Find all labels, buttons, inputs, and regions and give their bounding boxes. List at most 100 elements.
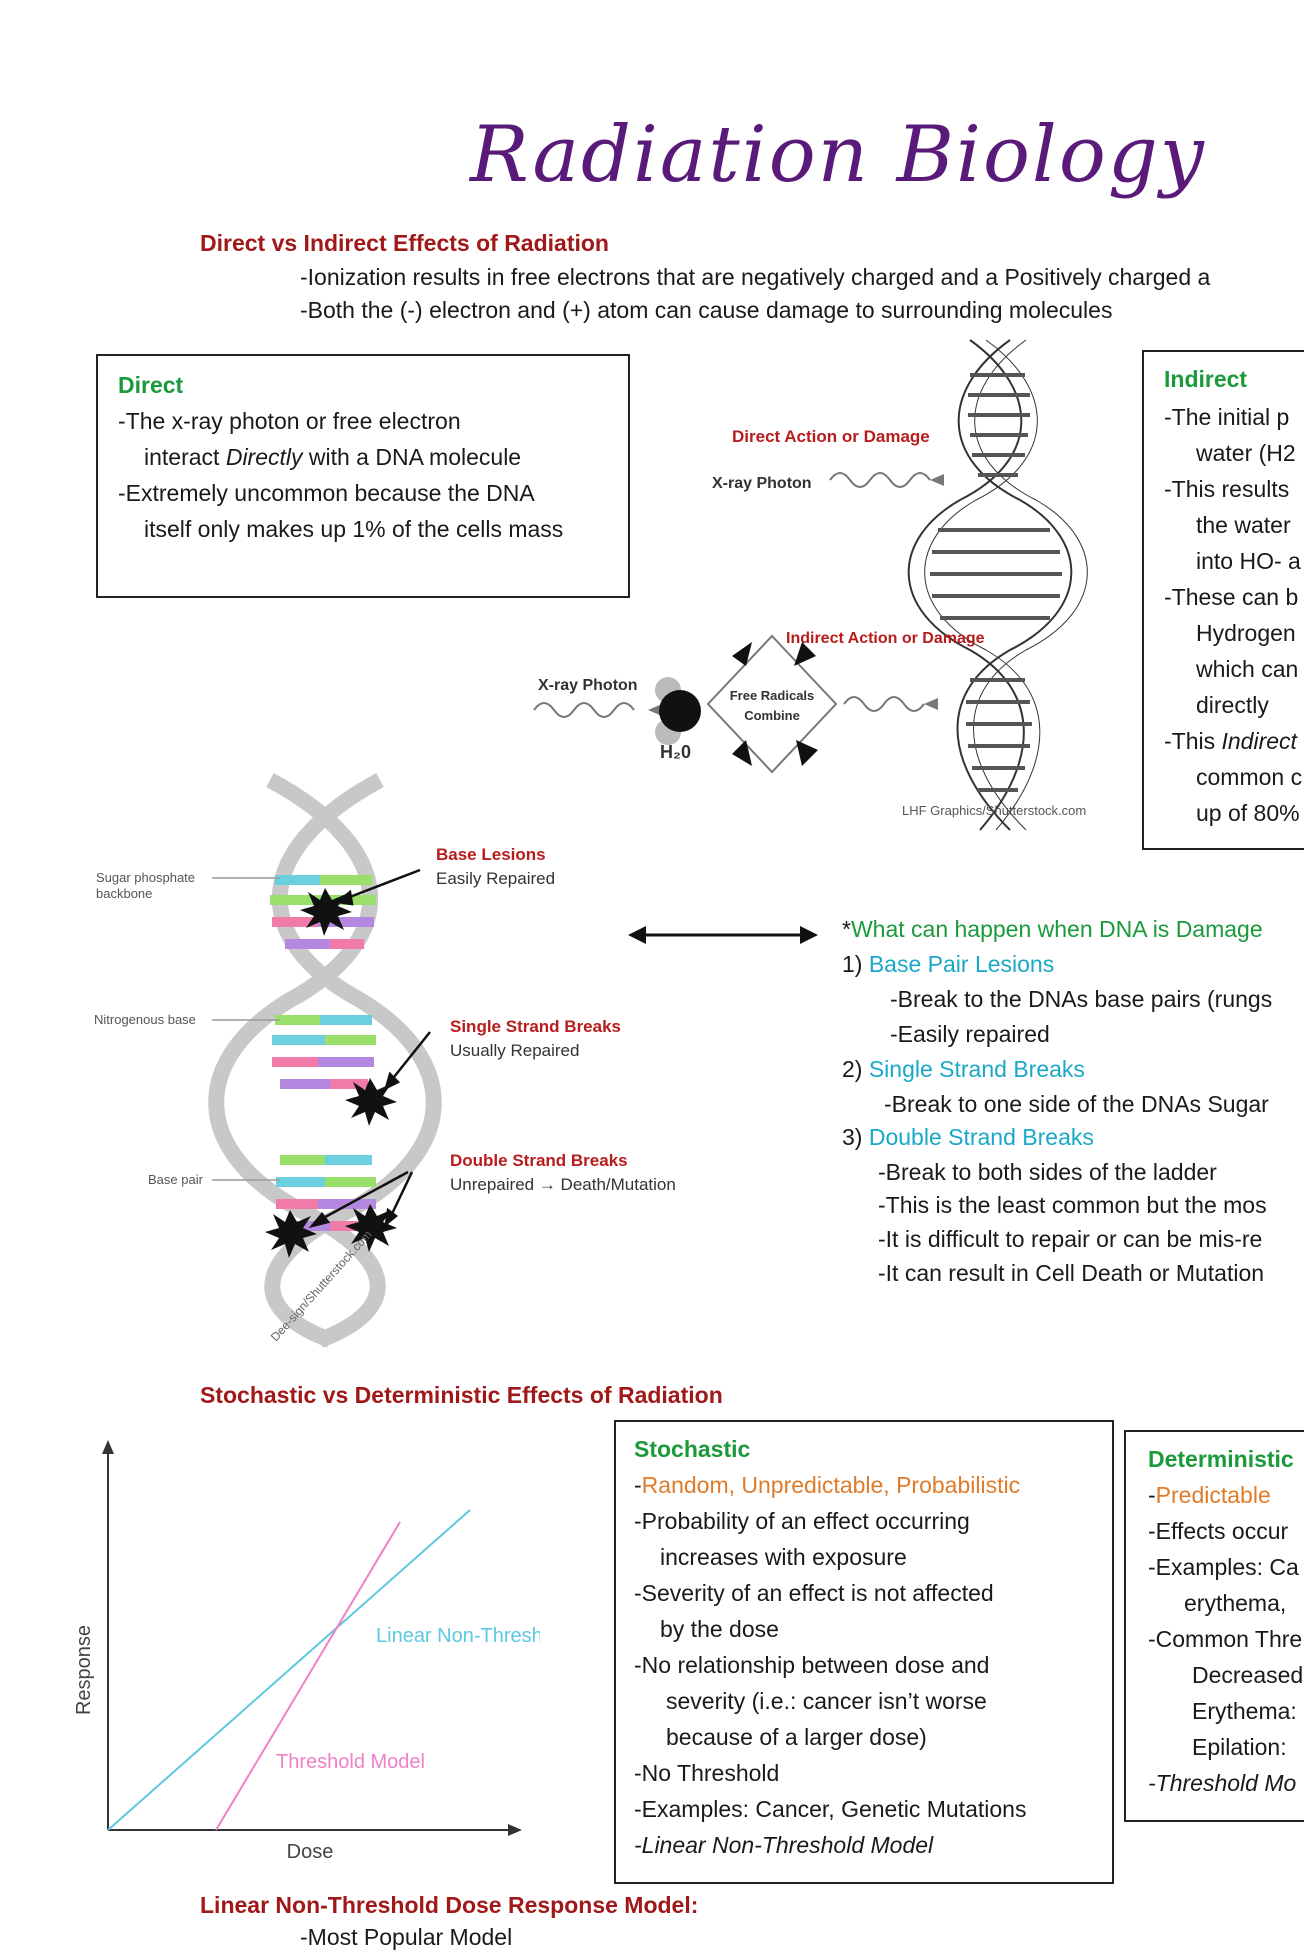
label-base-pair: Base pair bbox=[148, 1172, 204, 1187]
h2o-label: H₂0 bbox=[660, 742, 691, 762]
damage-item-1: 1) Base Pair Lesions bbox=[842, 951, 1055, 977]
burst-icon bbox=[345, 1204, 397, 1252]
indirect-line: up of 80% bbox=[1196, 800, 1300, 826]
label-usually-repaired: Usually Repaired bbox=[450, 1041, 579, 1060]
lnt-model-line-1: -Most Popular Model bbox=[300, 1924, 513, 1950]
xray-photon-label-1: X-ray Photon bbox=[712, 475, 812, 492]
section-heading-stochastic: Stochastic vs Deterministic Effects of R… bbox=[200, 1382, 723, 1408]
free-radicals-diamond: Free Radicals Combine bbox=[706, 634, 838, 774]
stochastic-line: -Linear Non-Threshold Model bbox=[634, 1832, 934, 1858]
threshold-label: Threshold Model bbox=[276, 1751, 425, 1773]
x-axis-label: Dose bbox=[287, 1841, 334, 1860]
burst-icon bbox=[265, 1210, 317, 1258]
direct-line-3: -Extremely uncommon because the DNA bbox=[118, 480, 535, 506]
stochastic-line: -Examples: Cancer, Genetic Mutations bbox=[634, 1796, 1027, 1822]
damage-item-3a: -Break to both sides of the ladder bbox=[878, 1159, 1217, 1185]
deterministic-heading: Deterministic bbox=[1148, 1446, 1294, 1472]
label-double-strand-breaks: Double Strand Breaks bbox=[450, 1151, 628, 1170]
deterministic-line: Decreased bbox=[1192, 1662, 1304, 1688]
direct-indirect-diagram: Direct Action or Damage X-ray Photon Ind… bbox=[533, 339, 1088, 831]
deterministic-box: Deterministic -Predictable -Effects occu… bbox=[1124, 1430, 1304, 1822]
damage-item-1a: -Break to the DNAs base pairs (rungs bbox=[890, 986, 1273, 1012]
arrow-icon bbox=[924, 698, 938, 710]
damage-item-3d: -It can result in Cell Death or Mutation bbox=[878, 1260, 1265, 1286]
indirect-line: directly bbox=[1196, 692, 1269, 718]
deterministic-line: Erythema: bbox=[1192, 1698, 1297, 1724]
dna-damage-helix-diagram: Sugar phosphate backbone Nitrogenous bas… bbox=[94, 772, 676, 1348]
stochastic-line: -Random, Unpredictable, Probabilistic bbox=[634, 1472, 1021, 1498]
indirect-box: Indirect -The initial p water (H2 -This … bbox=[1142, 350, 1304, 850]
deterministic-line: -Threshold Mo bbox=[1148, 1770, 1297, 1796]
wave-icon bbox=[843, 696, 925, 712]
lnt-line bbox=[107, 1509, 471, 1831]
damage-item-1b: -Easily repaired bbox=[890, 1021, 1050, 1047]
stochastic-line: by the dose bbox=[660, 1616, 779, 1642]
page-title: Radiation Biology bbox=[470, 110, 1206, 200]
label-sugar-phosphate: Sugar phosphate bbox=[96, 870, 195, 885]
burst-icon bbox=[345, 1078, 397, 1126]
section-heading-direct-indirect: Direct vs Indirect Effects of Radiation bbox=[200, 230, 609, 256]
label-base-lesions: Base Lesions bbox=[436, 845, 546, 864]
damage-item-2a: -Break to one side of the DNAs Sugar bbox=[884, 1091, 1269, 1117]
deterministic-line: -Common Thre bbox=[1148, 1626, 1303, 1652]
arrow-icon bbox=[648, 704, 662, 716]
x-axis-arrow bbox=[508, 1824, 522, 1836]
label-backbone: backbone bbox=[96, 886, 152, 901]
water-molecule-icon bbox=[655, 677, 701, 745]
damage-item-3: 3) Double Strand Breaks bbox=[842, 1124, 1094, 1150]
threshold-line bbox=[215, 1521, 401, 1831]
direct-line-2: interact Directly with a DNA molecule bbox=[144, 444, 522, 470]
indirect-heading: Indirect bbox=[1164, 366, 1248, 392]
indirect-line: -This results bbox=[1164, 476, 1290, 502]
double-arrow-icon bbox=[628, 926, 818, 944]
indirect-line: -These can b bbox=[1164, 584, 1299, 610]
indirect-line: the water bbox=[1196, 512, 1291, 538]
indirect-line: -The initial p bbox=[1164, 404, 1290, 430]
lnt-label: Linear Non-Threshold bbox=[376, 1625, 540, 1647]
y-axis-label: Response bbox=[73, 1625, 95, 1715]
stochastic-heading: Stochastic bbox=[634, 1436, 751, 1462]
free-radicals-label: Free Radicals bbox=[730, 688, 815, 703]
deterministic-line: -Predictable bbox=[1148, 1482, 1271, 1508]
direct-box: Direct -The x-ray photon or free electro… bbox=[96, 354, 630, 598]
intro-line-2: -Both the (-) electron and (+) atom can … bbox=[300, 297, 1113, 323]
stochastic-line: -No Threshold bbox=[634, 1760, 780, 1786]
damage-item-3c: -It is difficult to repair or can be mis… bbox=[878, 1226, 1263, 1252]
damage-intro: *What can happen when DNA is Damage bbox=[842, 916, 1263, 942]
indirect-line: Hydrogen bbox=[1196, 620, 1296, 646]
damage-item-3b: -This is the least common but the mos bbox=[878, 1192, 1267, 1218]
label-single-strand-breaks: Single Strand Breaks bbox=[450, 1017, 621, 1036]
dose-response-graph: Response Dose Linear Non-Threshold Thres… bbox=[73, 1440, 540, 1860]
combine-label: Combine bbox=[744, 708, 800, 723]
intro-line-1: -Ionization results in free electrons th… bbox=[300, 264, 1211, 290]
wave-icon bbox=[533, 702, 635, 718]
direct-line-1: -The x-ray photon or free electron bbox=[118, 408, 461, 434]
indirect-line-last: -This Indirect bbox=[1164, 728, 1297, 754]
label-easily-repaired: Easily Repaired bbox=[436, 869, 555, 888]
direct-heading: Direct bbox=[118, 372, 184, 398]
indirect-line: water (H2 bbox=[1196, 440, 1296, 466]
wave-icon bbox=[829, 472, 931, 488]
indirect-line: which can bbox=[1196, 656, 1299, 682]
deterministic-line: -Effects occur bbox=[1148, 1518, 1289, 1544]
label-nitrogenous-base: Nitrogenous base bbox=[94, 1012, 196, 1027]
section-heading-lnt-model: Linear Non-Threshold Dose Response Model… bbox=[200, 1892, 699, 1918]
direct-line-4: itself only makes up 1% of the cells mas… bbox=[144, 516, 564, 542]
lhf-credit: LHF Graphics/Shutterstock.com bbox=[902, 803, 1086, 818]
y-axis-arrow bbox=[102, 1440, 114, 1454]
arrow-icon bbox=[930, 474, 944, 486]
xray-photon-label-2: X-ray Photon bbox=[538, 677, 638, 694]
deterministic-line: -Examples: Ca bbox=[1148, 1554, 1299, 1580]
stochastic-line: -Probability of an effect occurring bbox=[634, 1508, 970, 1534]
indirect-line: into HO- a bbox=[1196, 548, 1301, 574]
indirect-line: common c bbox=[1196, 764, 1303, 790]
stochastic-line: increases with exposure bbox=[660, 1544, 907, 1570]
stochastic-line: severity (i.e.: cancer isn’t worse bbox=[666, 1688, 987, 1714]
stochastic-box: Stochastic -Random, Unpredictable, Proba… bbox=[614, 1420, 1114, 1884]
label-unrepaired: Unrepaired → Death/Mutation bbox=[450, 1175, 676, 1194]
stochastic-line: because of a larger dose) bbox=[666, 1724, 927, 1750]
direct-action-label: Direct Action or Damage bbox=[732, 427, 930, 446]
deterministic-line: erythema, bbox=[1184, 1590, 1287, 1616]
dna-helix-illustration bbox=[907, 339, 1088, 831]
deterministic-line: Epilation: bbox=[1192, 1734, 1287, 1760]
